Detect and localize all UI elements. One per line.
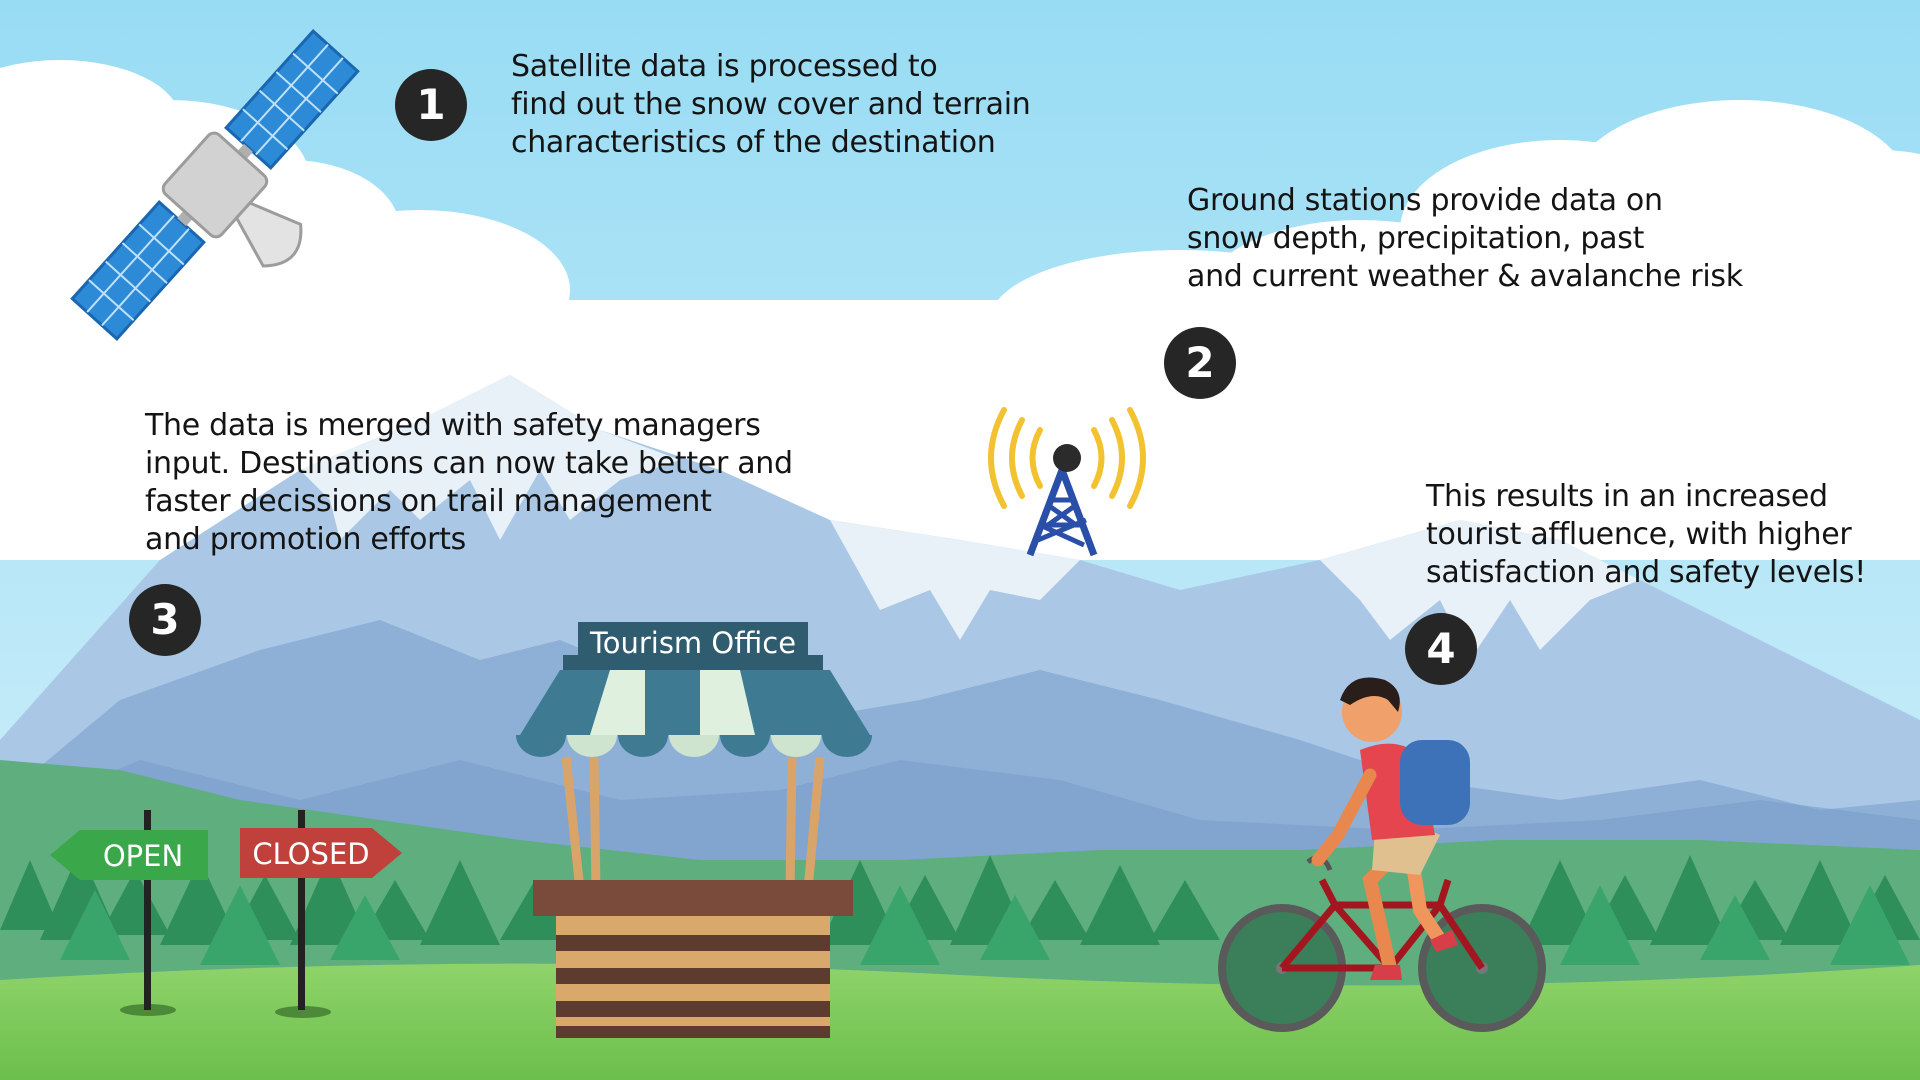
step-3-line: input. Destinations can now take better … — [145, 446, 793, 481]
step-4-badge: 4 — [1405, 613, 1477, 685]
step-2-line: snow depth, precipitation, past — [1187, 221, 1645, 256]
step-1-badge: 1 — [395, 69, 467, 141]
closed-sign-icon: CLOSED — [240, 810, 402, 1018]
cyclist-icon — [1218, 677, 1546, 1032]
step-3-line: faster decissions on trail management — [145, 484, 712, 519]
open-sign-icon: OPEN — [50, 810, 208, 1016]
grass-ground — [0, 963, 1920, 1080]
open-sign-label: OPEN — [103, 839, 183, 873]
satellite-icon — [70, 29, 360, 341]
step-1-line: Satellite data is processed to — [511, 49, 938, 84]
radio-tower-icon — [988, 407, 1146, 557]
step-3-badge: 3 — [129, 584, 201, 656]
snow-caps — [300, 375, 680, 540]
step-3-text: The data is merged with safety managers … — [145, 407, 793, 559]
tourism-office-stall-icon — [516, 655, 872, 1038]
step-3-line: and promotion efforts — [145, 522, 466, 557]
step-4-text: This results in an increased tourist aff… — [1426, 478, 1866, 592]
tourism-office-label: Tourism Office — [578, 622, 808, 664]
step-2-text: Ground stations provide data on snow dep… — [1187, 182, 1743, 296]
step-1-text: Satellite data is processed to find out … — [511, 48, 1031, 162]
step-1-line: find out the snow cover and terrain — [511, 87, 1031, 122]
step-2-line: Ground stations provide data on — [1187, 183, 1663, 218]
step-4-line: tourist affluence, with higher — [1426, 517, 1852, 552]
closed-sign-label: CLOSED — [252, 837, 369, 871]
step-1-line: characteristics of the destination — [511, 125, 996, 160]
step-4-line: satisfaction and safety levels! — [1426, 555, 1866, 590]
step-4-line: This results in an increased — [1426, 479, 1828, 514]
step-3-line: The data is merged with safety managers — [145, 408, 761, 443]
step-2-line: and current weather & avalanche risk — [1187, 259, 1743, 294]
step-2-badge: 2 — [1164, 327, 1236, 399]
